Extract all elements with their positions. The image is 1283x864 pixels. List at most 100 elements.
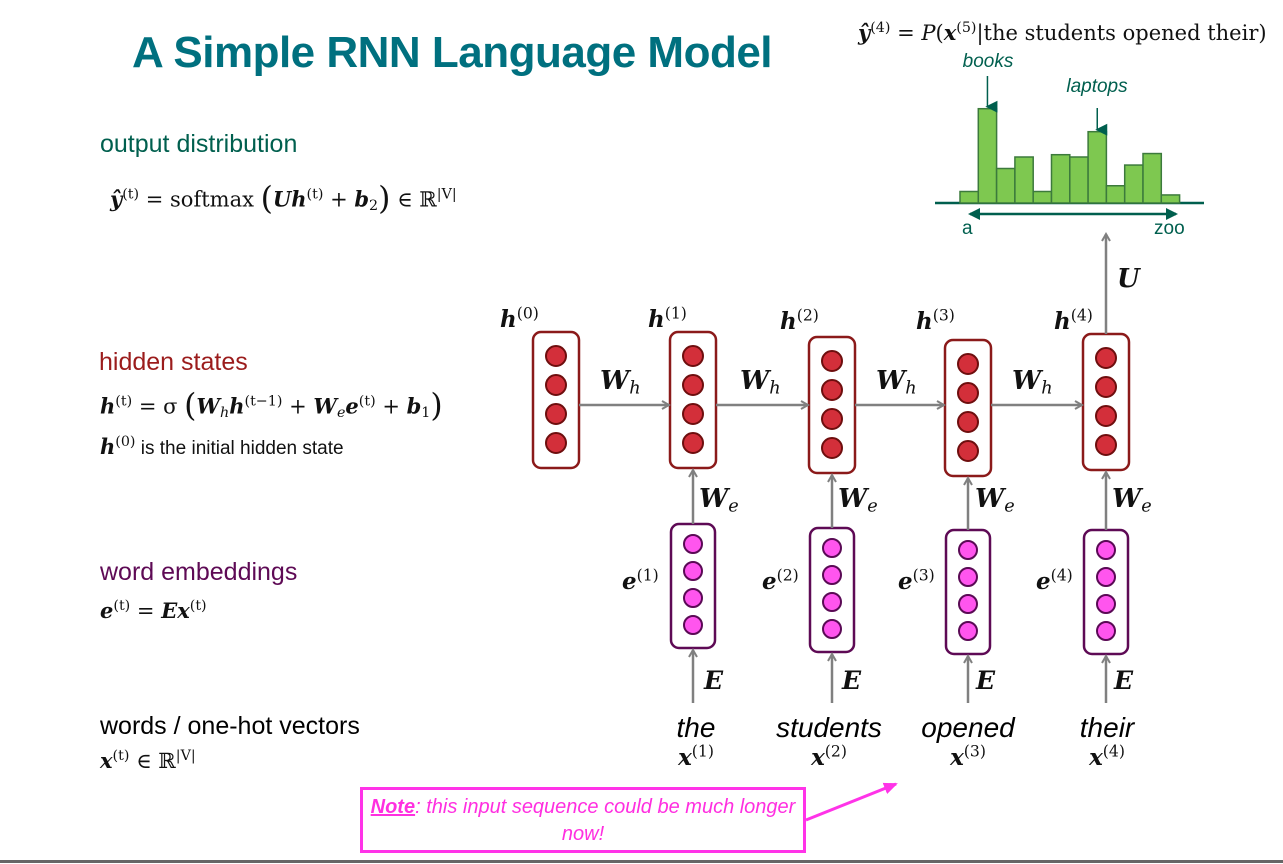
section-embeddings-heading: word embeddings: [100, 558, 298, 586]
slide-title: A Simple RNN Language Model: [132, 28, 773, 77]
input-word: the: [676, 712, 716, 743]
wh-weight-label-var: W: [876, 366, 906, 396]
f: +: [323, 187, 355, 212]
wh-weight-label-var: W: [600, 366, 630, 396]
hidden-state-label-sup: (2): [796, 305, 819, 325]
wh-weight-label-var: W: [1012, 366, 1042, 396]
hidden-state-label-sup: (4): [1070, 305, 1093, 325]
eq: =: [890, 21, 922, 45]
note-strong: Note: [370, 796, 416, 818]
embedding-unit: [958, 594, 978, 614]
f: h: [291, 186, 307, 212]
we-weight-label: We: [1112, 484, 1152, 517]
embedding-label: e(2): [762, 565, 799, 595]
input-word: students: [776, 712, 882, 743]
hidden-state-label-var: h: [916, 308, 933, 335]
f: |V|: [175, 748, 196, 765]
f: (t): [115, 393, 133, 410]
we-weight-label: We: [838, 484, 878, 515]
embedding-label-sup: (2): [776, 565, 799, 585]
input-word: opened: [921, 712, 1015, 743]
histogram-bar: [1160, 194, 1181, 204]
f: W: [196, 393, 221, 419]
f: (t): [189, 598, 207, 615]
embedding-unit: [822, 619, 842, 639]
input-word: their: [1079, 712, 1135, 743]
f: |V|: [436, 186, 457, 203]
section-words-heading: words / one-hot vectors: [100, 712, 360, 740]
f: ∈ ℝ: [129, 749, 176, 773]
f: (t): [122, 186, 140, 203]
embedding-unit: [958, 621, 978, 641]
embedding-unit: [822, 565, 842, 585]
embedding-unit: [1096, 540, 1116, 560]
f: e: [100, 598, 114, 623]
f: ŷ: [110, 186, 123, 212]
embedding-unit: [1096, 621, 1116, 641]
hidden-unit: [821, 408, 843, 430]
embedding-matrix-label: E: [842, 666, 861, 695]
we-weight-label-sub: e: [1004, 496, 1015, 517]
wh-weight-label-sub: h: [1041, 378, 1053, 399]
hidden-state-label-sup: (3): [932, 305, 955, 325]
wh-weight-label: Wh: [600, 366, 641, 397]
we-weight-label-var: W: [1112, 484, 1142, 514]
peak-label-laptops: laptops: [1066, 76, 1128, 97]
f: b: [354, 186, 370, 212]
histogram-bar: [1123, 164, 1144, 204]
f: is the initial hidden state: [135, 438, 344, 459]
f: (0): [115, 434, 136, 451]
note-box: Note: this input sequence could be much …: [360, 787, 806, 853]
one-hot-label: x(2): [811, 741, 847, 771]
hidden-unit: [821, 350, 843, 372]
hidden-unit: [821, 379, 843, 401]
hidden-state-label: h(1): [648, 305, 687, 333]
f: h: [100, 393, 116, 419]
f: x: [100, 748, 113, 773]
one-hot-label-sup: (2): [824, 741, 847, 761]
f: x: [177, 598, 190, 623]
f: h: [100, 434, 116, 459]
wh-weight-label-sub: h: [905, 378, 917, 399]
histogram-bar: [959, 190, 980, 204]
words-formula: x(t) ∈ ℝ|V|: [100, 748, 196, 773]
hidden-state-label-var: h: [1054, 308, 1071, 335]
y-sup: (4): [870, 20, 891, 37]
embedding-unit: [683, 534, 703, 554]
f: 1: [421, 405, 431, 422]
we-weight-label: We: [975, 484, 1015, 517]
hidden-state-label-var: h: [500, 306, 517, 333]
embedding-unit: [1096, 594, 1116, 614]
embedding-matrix-label-var: E: [842, 666, 862, 695]
output-matrix-label: U: [1117, 264, 1140, 294]
histogram-bar: [1069, 156, 1089, 204]
one-hot-label: x(3): [950, 743, 986, 771]
f: U: [272, 186, 292, 212]
embedding-matrix-label: E: [976, 666, 995, 695]
wh-weight-label: Wh: [876, 366, 917, 399]
embedding-label-var: e: [1036, 568, 1051, 595]
embedding-label-var: e: [622, 568, 637, 595]
embedding-unit: [958, 567, 978, 587]
we-weight-label-var: W: [838, 484, 868, 514]
hidden-unit: [545, 403, 567, 425]
one-hot-label-var: x: [678, 744, 692, 771]
histogram-bar: [995, 167, 1016, 204]
embedding-label-var: e: [898, 568, 913, 595]
embedding-unit: [822, 592, 842, 612]
hidden-unit: [821, 437, 843, 459]
f: (t): [358, 393, 376, 410]
embedding-unit: [822, 538, 842, 558]
f: h: [229, 393, 245, 419]
f: (t): [306, 186, 324, 203]
f: +: [282, 394, 314, 419]
f: ∈ ℝ: [390, 187, 437, 212]
hidden-formula: h(t) = σ (Whh(t−1) + Wee(t) + b1): [100, 388, 443, 424]
histogram-bar: [1105, 185, 1126, 204]
f: = softmax: [139, 187, 261, 212]
embedding-label: e(4): [1036, 567, 1073, 595]
we-weight-label-sub: e: [1141, 496, 1152, 517]
one-hot-label-var: x: [950, 744, 964, 771]
P: P: [921, 21, 936, 45]
